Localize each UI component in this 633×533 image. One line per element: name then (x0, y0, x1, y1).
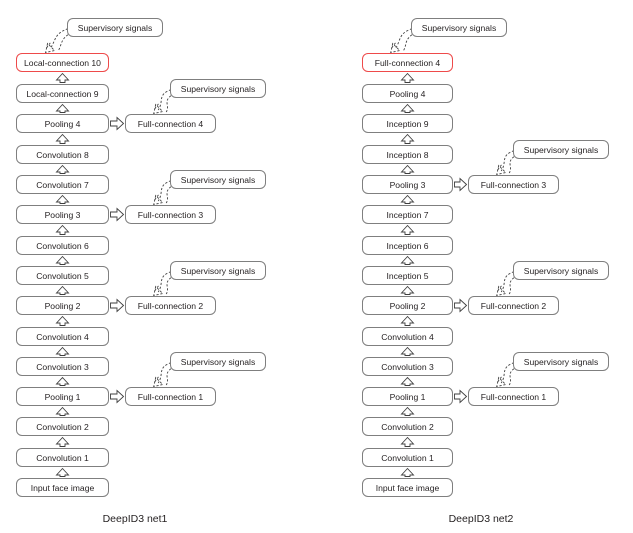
node-net2-pooling-1: Pooling 1 (362, 387, 453, 406)
caption-net1: DeepID3 net1 (102, 513, 168, 525)
flow-arrow-up-net1-11 (55, 406, 70, 416)
supervisory-arrow-net1-3 (153, 271, 172, 297)
node-net1-pooling-3: Pooling 3 (16, 205, 109, 224)
flow-arrow-right-net1-2 (110, 298, 125, 313)
flow-arrow-up-net1-13 (55, 467, 70, 477)
node-net2-full-connection-3: Full-connection 3 (468, 175, 559, 194)
supervisory-arrow-net2-0 (390, 28, 413, 54)
supervisory-arrow-net1-1 (153, 89, 172, 115)
flow-arrow-up-net2-1 (400, 103, 415, 113)
supervisory-signals-box-net1-3: Supervisory signals (170, 261, 266, 280)
flow-arrow-up-net1-1 (55, 103, 70, 113)
supervisory-signals-box-net1-0: Supervisory signals (67, 18, 163, 37)
node-net1-convolution-1: Convolution 1 (16, 448, 109, 467)
flow-arrow-up-net2-0 (400, 72, 415, 83)
supervisory-arrow-net1-4 (153, 362, 172, 388)
node-net1-full-connection-1: Full-connection 1 (125, 387, 216, 406)
flow-arrow-up-net1-10 (55, 376, 70, 386)
node-net2-inception-8: Inception 8 (362, 145, 453, 164)
node-net1-convolution-3: Convolution 3 (16, 357, 109, 376)
supervisory-arrow-net1-2 (153, 180, 172, 206)
node-net2-inception-9: Inception 9 (362, 114, 453, 133)
node-net2-inception-5: Inception 5 (362, 266, 453, 285)
node-net1-full-connection-3: Full-connection 3 (125, 205, 216, 224)
node-net2-full-connection-2: Full-connection 2 (468, 296, 559, 315)
flow-arrow-up-net2-13 (400, 467, 415, 477)
flow-arrow-up-net2-5 (400, 224, 415, 235)
node-net2-inception-6: Inception 6 (362, 236, 453, 255)
node-net2-convolution-2: Convolution 2 (362, 417, 453, 436)
node-net2-convolution-4: Convolution 4 (362, 327, 453, 346)
node-net2-pooling-4: Pooling 4 (362, 84, 453, 103)
supervisory-signals-box-net1-2: Supervisory signals (170, 170, 266, 189)
flow-arrow-up-net2-7 (400, 285, 415, 295)
node-net1-local-connection-9: Local-connection 9 (16, 84, 109, 103)
caption-net2: DeepID3 net2 (448, 513, 514, 525)
supervisory-arrow-net2-1 (496, 150, 515, 176)
supervisory-arrow-net2-2 (496, 271, 515, 297)
supervisory-signals-box-net2-1: Supervisory signals (513, 140, 609, 159)
node-net2-full-connection-1: Full-connection 1 (468, 387, 559, 406)
node-net1-pooling-4: Pooling 4 (16, 114, 109, 133)
flow-arrow-right-net2-2 (454, 389, 468, 404)
flow-arrow-up-net1-0 (55, 72, 70, 83)
flow-arrow-up-net1-9 (55, 346, 70, 356)
node-net1-convolution-8: Convolution 8 (16, 145, 109, 164)
flow-arrow-up-net2-6 (400, 255, 415, 265)
supervisory-signals-box-net1-4: Supervisory signals (170, 352, 266, 371)
supervisory-signals-box-net2-2: Supervisory signals (513, 261, 609, 280)
flow-arrow-right-net1-3 (110, 389, 125, 404)
node-net2-pooling-2: Pooling 2 (362, 296, 453, 315)
flow-arrow-up-net2-10 (400, 376, 415, 386)
flow-arrow-up-net2-3 (400, 164, 415, 174)
node-net1-convolution-7: Convolution 7 (16, 175, 109, 194)
flow-arrow-up-net1-5 (55, 224, 70, 235)
flow-arrow-up-net1-6 (55, 255, 70, 265)
node-net2-full-connection-4: Full-connection 4 (362, 53, 453, 72)
supervisory-signals-box-net2-3: Supervisory signals (513, 352, 609, 371)
flow-arrow-right-net1-1 (110, 207, 125, 222)
flow-arrow-up-net2-4 (400, 194, 415, 204)
flow-arrow-right-net1-0 (110, 116, 125, 131)
flow-arrow-right-net2-1 (454, 298, 468, 313)
node-net1-pooling-1: Pooling 1 (16, 387, 109, 406)
node-net2-inception-7: Inception 7 (362, 205, 453, 224)
node-net1-convolution-4: Convolution 4 (16, 327, 109, 346)
flow-arrow-right-net2-0 (454, 177, 468, 192)
node-net2-input-face-image: Input face image (362, 478, 453, 497)
flow-arrow-up-net1-12 (55, 436, 70, 447)
node-net1-convolution-6: Convolution 6 (16, 236, 109, 255)
supervisory-signals-box-net2-0: Supervisory signals (411, 18, 507, 37)
flow-arrow-up-net1-7 (55, 285, 70, 295)
flow-arrow-up-net1-3 (55, 164, 70, 174)
flow-arrow-up-net2-11 (400, 406, 415, 416)
node-net1-full-connection-4: Full-connection 4 (125, 114, 216, 133)
flow-arrow-up-net2-8 (400, 315, 415, 326)
supervisory-arrow-net1-0 (44, 28, 69, 54)
node-net1-convolution-2: Convolution 2 (16, 417, 109, 436)
flow-arrow-up-net2-2 (400, 133, 415, 144)
node-net1-pooling-2: Pooling 2 (16, 296, 109, 315)
node-net2-convolution-3: Convolution 3 (362, 357, 453, 376)
node-net1-convolution-5: Convolution 5 (16, 266, 109, 285)
flow-arrow-up-net1-8 (55, 315, 70, 326)
flow-arrow-up-net2-9 (400, 346, 415, 356)
supervisory-signals-box-net1-1: Supervisory signals (170, 79, 266, 98)
node-net2-pooling-3: Pooling 3 (362, 175, 453, 194)
node-net2-convolution-1: Convolution 1 (362, 448, 453, 467)
flow-arrow-up-net1-2 (55, 133, 70, 144)
flow-arrow-up-net2-12 (400, 436, 415, 447)
node-net1-full-connection-2: Full-connection 2 (125, 296, 216, 315)
supervisory-arrow-net2-3 (496, 362, 515, 388)
flow-arrow-up-net1-4 (55, 194, 70, 204)
node-net1-input-face-image: Input face image (16, 478, 109, 497)
node-net1-local-connection-10: Local-connection 10 (16, 53, 109, 72)
